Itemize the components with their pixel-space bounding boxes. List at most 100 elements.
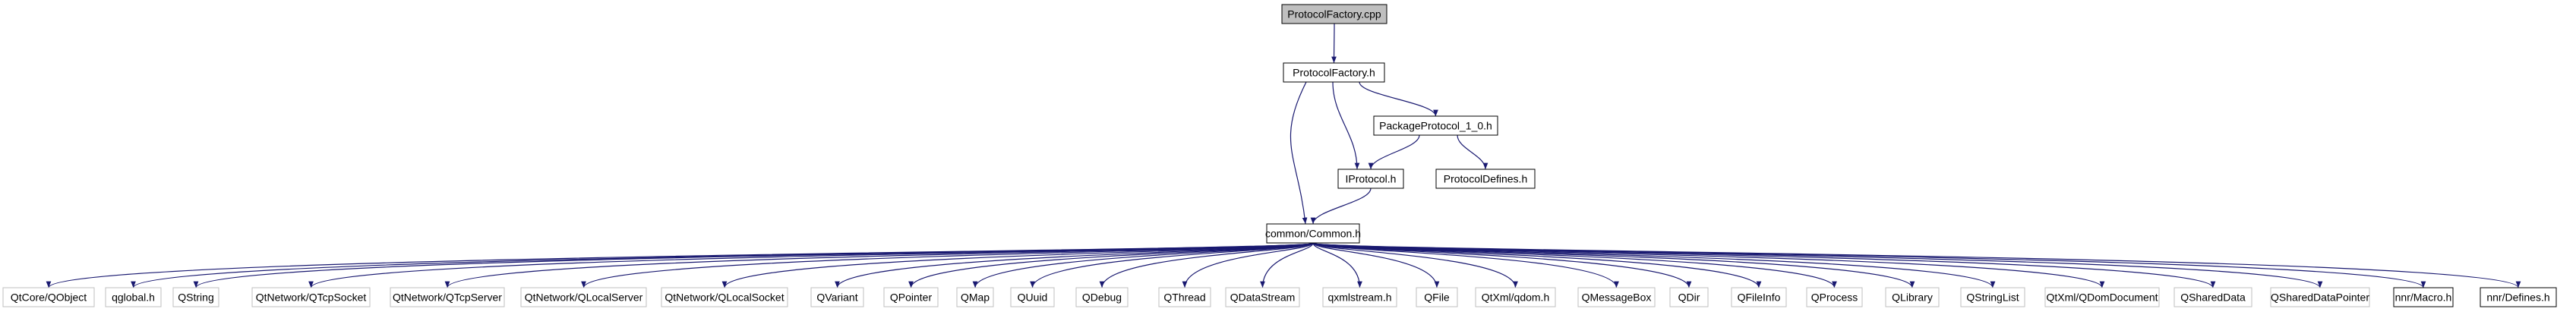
node-label: QDebug: [1082, 292, 1122, 304]
node-label: QtNetwork/QLocalSocket: [665, 292, 784, 304]
node-box: [1283, 62, 1385, 83]
nodes: ProtocolFactory.cppProtocolFactory.hPack…: [2, 4, 2557, 307]
node-qdir[interactable]: QDir: [1669, 287, 1709, 307]
node-box: [1266, 223, 1360, 244]
node-qtxml-qdomdocument[interactable]: QtXml/QDomDocument: [2044, 287, 2160, 307]
edge-common-common-h-to-qfile: [1312, 242, 1440, 288]
edge-protocolfactory-h-to-iprotocol-h: [1332, 81, 1360, 170]
node-label: QtXml/QDomDocument: [2046, 292, 2158, 304]
node-qtnetwork-qlocalsocket[interactable]: QtNetwork/QLocalSocket: [661, 287, 788, 307]
node-qtnetwork-qtcpserver[interactable]: QtNetwork/QTcpServer: [390, 287, 505, 307]
node-label: QSharedDataPointer: [2271, 292, 2369, 304]
node-qpointer[interactable]: QPointer: [883, 287, 939, 307]
node-qxmlstream-h[interactable]: qxmlstream.h: [1322, 287, 1397, 307]
node-label: QUuid: [1018, 292, 1048, 304]
node-box: [251, 287, 371, 307]
node-label: nnr/Defines.h: [2486, 292, 2549, 304]
node-nnr-macro-h[interactable]: nnr/Macro.h: [2393, 287, 2454, 307]
edge-common-common-h-to-quuid: [1030, 242, 1314, 288]
node-label: QMap: [961, 292, 990, 304]
node-qprocess[interactable]: QProcess: [1806, 287, 1863, 307]
node-label: QtNetwork/QTcpSocket: [256, 292, 367, 304]
node-label: QPointer: [890, 292, 933, 304]
node-box: [1885, 287, 1940, 307]
node-box: [1158, 287, 1211, 307]
node-label: qxmlstream.h: [1327, 292, 1391, 304]
node-iprotocol-h[interactable]: IProtocol.h: [1337, 169, 1404, 189]
node-box: [1010, 287, 1055, 307]
node-qshareddata[interactable]: QSharedData: [2174, 287, 2252, 307]
node-box: [105, 287, 162, 307]
node-qdatastream[interactable]: QDataStream: [1225, 287, 1300, 307]
node-qstring[interactable]: QString: [172, 287, 219, 307]
node-label: QtCore/QObject: [11, 292, 87, 304]
edge-common-common-h-to-qthread: [1182, 242, 1314, 288]
edge-packageprotocol-1-0-h-to-protocoldefines-h: [1457, 134, 1488, 170]
node-box: [661, 287, 788, 307]
node-qfile[interactable]: QFile: [1416, 287, 1458, 307]
node-box: [956, 287, 994, 307]
node-box: [390, 287, 505, 307]
node-label: ProtocolFactory.cpp: [1287, 8, 1381, 20]
node-box: [2393, 287, 2454, 307]
node-box: [1075, 287, 1129, 307]
node-protocolfactory-cpp[interactable]: ProtocolFactory.cpp: [1281, 4, 1387, 24]
node-qlibrary[interactable]: QLibrary: [1885, 287, 1940, 307]
node-label: QtXml/qdom.h: [1482, 292, 1549, 304]
node-qthread[interactable]: QThread: [1158, 287, 1211, 307]
node-box: [1960, 287, 2025, 307]
node-qvariant[interactable]: QVariant: [810, 287, 864, 307]
node-qstringlist[interactable]: QStringList: [1960, 287, 2025, 307]
node-label: QDataStream: [1230, 292, 1296, 304]
node-label: QtNetwork/QTcpServer: [393, 292, 502, 304]
node-qtcore-qobject[interactable]: QtCore/QObject: [2, 287, 95, 307]
node-box: [1373, 115, 1498, 136]
node-box: [520, 287, 647, 307]
node-label: QStringList: [1966, 292, 2019, 304]
node-qmessagebox[interactable]: QMessageBox: [1577, 287, 1656, 307]
node-protocolfactory-h[interactable]: ProtocolFactory.h: [1283, 62, 1385, 83]
node-label: QFile: [1424, 292, 1450, 304]
node-label: common/Common.h: [1265, 228, 1361, 240]
node-qtxml-qdom-h[interactable]: QtXml/qdom.h: [1475, 287, 1556, 307]
node-packageprotocol-1-0-h[interactable]: PackageProtocol_1_0.h: [1373, 115, 1498, 136]
node-box: [1669, 287, 1709, 307]
node-protocoldefines-h[interactable]: ProtocolDefines.h: [1435, 169, 1536, 189]
node-label: QMessageBox: [1582, 292, 1652, 304]
node-qfileinfo[interactable]: QFileInfo: [1731, 287, 1787, 307]
node-label: QDir: [1678, 292, 1700, 304]
node-label: QString: [178, 292, 213, 304]
node-box: [1225, 287, 1300, 307]
node-qmap[interactable]: QMap: [956, 287, 994, 307]
node-box: [172, 287, 219, 307]
node-box: [1322, 287, 1397, 307]
node-qshareddatapointer[interactable]: QSharedDataPointer: [2270, 287, 2370, 307]
node-quuid[interactable]: QUuid: [1010, 287, 1055, 307]
node-label: QSharedData: [2180, 292, 2246, 304]
node-label: QLibrary: [1892, 292, 1933, 304]
edge-common-common-h-to-nnr-defines-h: [1312, 242, 2521, 288]
node-qglobal-h[interactable]: qglobal.h: [105, 287, 162, 307]
node-common-common-h[interactable]: common/Common.h: [1265, 223, 1361, 244]
edge-common-common-h-to-qdebug: [1099, 242, 1314, 288]
node-qtnetwork-qtcpsocket[interactable]: QtNetwork/QTcpSocket: [251, 287, 371, 307]
node-label: IProtocol.h: [1346, 173, 1397, 185]
node-box: [2174, 287, 2252, 307]
edge-common-common-h-to-qtxml-qdom-h: [1312, 242, 1518, 288]
edge-common-common-h-to-qdatastream: [1260, 242, 1314, 288]
node-box: [1731, 287, 1787, 307]
node-qtnetwork-qlocalserver[interactable]: QtNetwork/QLocalServer: [520, 287, 647, 307]
node-box: [1337, 169, 1404, 189]
edge-protocolfactory-h-to-common-common-h: [1290, 81, 1308, 225]
node-box: [1806, 287, 1863, 307]
node-qdebug[interactable]: QDebug: [1075, 287, 1129, 307]
edge-iprotocol-h-to-common-common-h: [1310, 188, 1372, 225]
node-label: nnr/Macro.h: [2395, 292, 2452, 304]
node-box: [1475, 287, 1556, 307]
node-box: [1435, 169, 1536, 189]
node-nnr-defines-h[interactable]: nnr/Defines.h: [2480, 287, 2557, 307]
node-label: qglobal.h: [112, 292, 155, 304]
edge-common-common-h-to-qxmlstream-h: [1312, 242, 1362, 288]
node-label: PackageProtocol_1_0.h: [1379, 120, 1492, 132]
